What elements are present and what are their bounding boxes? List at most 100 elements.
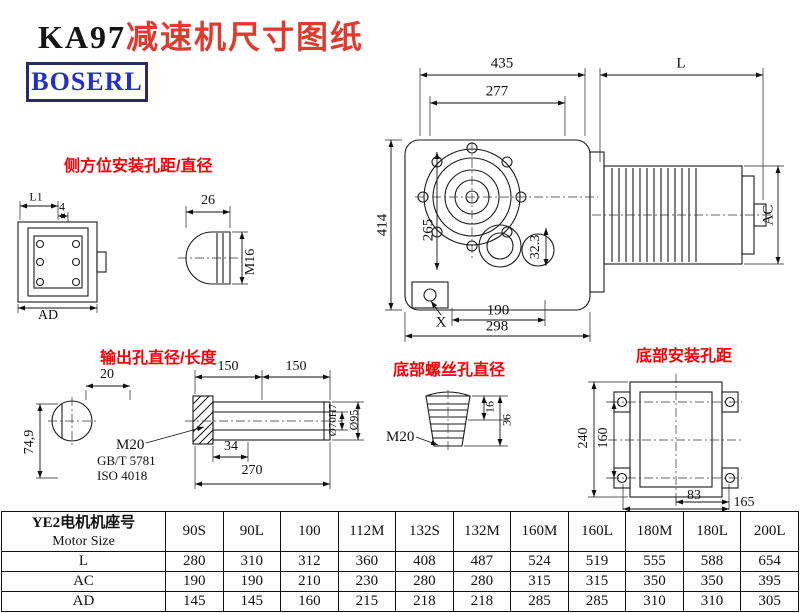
frame-size-col-header: 160M [510, 511, 569, 552]
dim-out-150b: 150 [285, 359, 307, 374]
dim-value-cell: 210 [280, 571, 339, 592]
dim-out-dia-95: Ø95 [346, 409, 361, 431]
dim-out-150a: 150 [217, 359, 239, 374]
page-title: KA97减速机尺寸图纸 [38, 12, 364, 58]
dim-motor-length-L: L [676, 55, 686, 72]
dim-base-width-298: 298 [485, 318, 509, 335]
frame-size-col-header: 112M [337, 511, 397, 552]
frame-size-col-header: 180M [625, 511, 684, 552]
dim-value-cell: 360 [337, 551, 397, 572]
dim-value-cell: 315 [567, 571, 627, 592]
dim-inner-width-277: 277 [485, 83, 509, 100]
dim-value-cell: 280 [165, 551, 224, 572]
dim-value-cell: 190 [222, 571, 282, 592]
dim-offset-32-3: 32.3 [528, 234, 543, 260]
dim-center-265: 265 [420, 218, 437, 242]
frame-size-col-header: 90L [222, 511, 282, 552]
dim-side-L1: L1 [29, 189, 43, 204]
dim-value-cell: 190 [165, 571, 224, 592]
dim-plug-M16: M16 [243, 248, 258, 276]
dim-value-cell: 654 [740, 551, 799, 572]
dim-side-4: 4 [59, 199, 65, 214]
dim-value-cell: 285 [567, 591, 627, 612]
dim-mount-165: 165 [733, 495, 755, 510]
frame-size-col-header: 90S [165, 511, 224, 552]
dim-base-inner-190: 190 [486, 302, 510, 319]
frame-size-col-header: 132S [395, 511, 454, 552]
dimension-lines [18, 72, 781, 512]
dim-value-cell: 408 [395, 551, 454, 572]
row-label: AC [1, 571, 166, 592]
dim-foot-mark-X: X [435, 314, 447, 331]
dim-top-width-435: 435 [490, 55, 514, 72]
dim-motor-dia-AC: AC [760, 204, 777, 226]
dim-side-AD: AD [37, 308, 59, 323]
label-standard-iso: ISO 4018 [97, 468, 148, 483]
label-output-hole: 输出孔直径/长度 [100, 350, 217, 367]
dim-value-cell: 310 [682, 591, 742, 612]
extension-lines [17, 68, 784, 510]
dim-value-cell: 524 [510, 551, 569, 572]
frame-size-col-header: 160L [567, 511, 627, 552]
frame-size-col-header: 200L [740, 511, 799, 552]
dim-value-cell: 350 [625, 571, 684, 592]
dim-value-cell: 230 [337, 571, 397, 592]
dim-screw-36: 36 [499, 414, 514, 426]
dim-out-20: 20 [100, 367, 114, 382]
label-side-mount: 侧方位安装孔距/直径 [64, 158, 213, 175]
dim-value-cell: 315 [510, 571, 569, 592]
dim-value-cell: 145 [165, 591, 224, 612]
dim-mount-83: 83 [687, 488, 701, 503]
output-shaft-drawing [51, 395, 331, 445]
logo-text: BOSERL [31, 67, 143, 96]
dim-value-cell: 215 [337, 591, 397, 612]
frame-size-col-header: 100 [280, 511, 339, 552]
label-out-M20: M20 [116, 437, 145, 453]
frame-size-col-header: 132M [452, 511, 512, 552]
label-screw-M20: M20 [386, 429, 415, 445]
dim-value-cell: 160 [280, 591, 339, 612]
dim-value-cell: 350 [682, 571, 742, 592]
leader-lines [145, 300, 442, 446]
dim-plug-26: 26 [201, 193, 215, 208]
dim-value-cell: 280 [452, 571, 512, 592]
dim-value-cell: 588 [682, 551, 742, 572]
dim-out-270: 270 [241, 463, 263, 478]
dim-value-cell: 310 [222, 551, 282, 572]
frame-size-col-header: 180L [682, 511, 742, 552]
title-text: 减速机尺寸图纸 [126, 19, 365, 55]
side-view-drawing [17, 221, 107, 303]
dim-value-cell: 280 [395, 571, 454, 592]
boserl-logo: BOSERL [26, 62, 148, 102]
label-bottom-screw: 底部螺丝孔直径 [393, 362, 506, 379]
row-label: L [1, 551, 166, 572]
label-bottom-mount: 底部安装孔距 [636, 348, 733, 365]
dim-value-cell: 395 [740, 571, 799, 592]
dim-height-414: 414 [374, 213, 391, 237]
dim-out-34: 34 [224, 439, 238, 454]
dim-value-cell: 218 [452, 591, 512, 612]
dim-value-cell: 312 [280, 551, 339, 572]
dim-value-cell: 145 [222, 591, 282, 612]
dim-value-cell: 310 [625, 591, 684, 612]
centerlines [48, 142, 772, 505]
title-model: KA97 [38, 19, 126, 55]
dim-value-cell: 218 [395, 591, 454, 612]
main-front-view-drawing [404, 139, 767, 311]
dim-value-cell: 305 [740, 591, 799, 612]
dim-mount-240: 240 [576, 427, 591, 449]
dim-out-74-9: 74,9 [22, 429, 37, 455]
dim-value-cell: 519 [567, 551, 627, 572]
row-label: AD [1, 591, 166, 612]
dim-value-cell: 555 [625, 551, 684, 572]
dim-value-cell: 487 [452, 551, 512, 572]
dim-mount-160: 160 [596, 427, 611, 449]
